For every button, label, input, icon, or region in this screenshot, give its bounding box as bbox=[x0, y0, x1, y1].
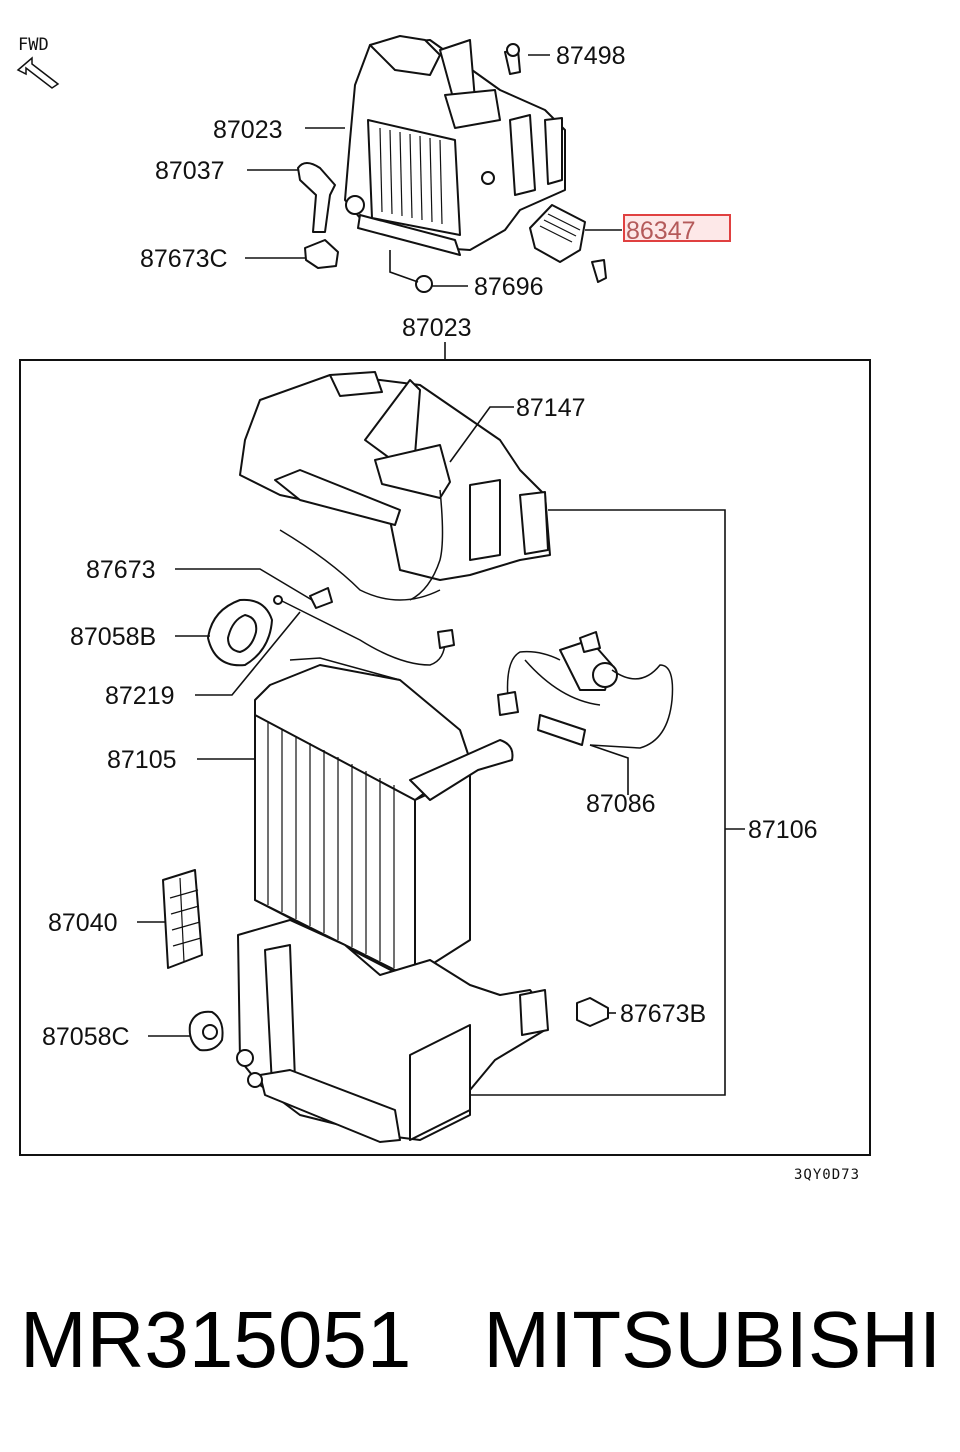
clip-87673C bbox=[304, 239, 339, 269]
label-87673C: 87673C bbox=[140, 245, 228, 273]
evaporator-87105 bbox=[254, 657, 514, 981]
ring-87058B bbox=[207, 598, 273, 667]
label-87058B: 87058B bbox=[70, 623, 156, 651]
upper-case bbox=[239, 371, 551, 601]
upper-assembly bbox=[344, 35, 566, 256]
grille-87040 bbox=[162, 869, 203, 969]
label-87147: 87147 bbox=[516, 394, 586, 422]
hose-87037 bbox=[297, 162, 336, 233]
label-87498: 87498 bbox=[556, 42, 626, 70]
clip-87673B bbox=[576, 997, 609, 1027]
brand-name: MITSUBISHI bbox=[483, 1295, 942, 1384]
label-87105: 87105 bbox=[107, 746, 177, 774]
label-87023-box: 87023 bbox=[402, 314, 472, 342]
label-87023-top: 87023 bbox=[213, 116, 283, 144]
plug-87058C bbox=[188, 1010, 224, 1052]
evaporator-fins bbox=[267, 722, 395, 968]
label-87086: 87086 bbox=[586, 790, 656, 818]
label-87673: 87673 bbox=[86, 556, 156, 584]
label-87696: 87696 bbox=[474, 273, 544, 301]
expansion-valve-87086 bbox=[497, 631, 674, 749]
label-87673B: 87673B bbox=[620, 1000, 706, 1028]
label-86347: 86347 bbox=[626, 217, 696, 245]
label-87058C: 87058C bbox=[42, 1023, 130, 1051]
product-footer: MR315051 MITSUBISHI bbox=[20, 1285, 950, 1395]
arrow-icon bbox=[16, 56, 60, 89]
label-87037: 87037 bbox=[155, 157, 225, 185]
upper-core-fins bbox=[379, 127, 443, 225]
nut-87696 bbox=[415, 275, 433, 293]
drawing-code: 3QY0D73 bbox=[794, 1167, 860, 1183]
label-87219: 87219 bbox=[105, 682, 175, 710]
highlight-86347: 86347 bbox=[623, 214, 731, 245]
screw-87498 bbox=[504, 43, 521, 75]
lower-case bbox=[236, 919, 549, 1143]
fwd-arrow: FWD bbox=[16, 35, 60, 89]
resistor-86347 bbox=[529, 204, 607, 283]
label-87040: 87040 bbox=[48, 909, 118, 937]
detail-frame bbox=[19, 359, 871, 1156]
fwd-label: FWD bbox=[18, 35, 49, 55]
bracket-87106 bbox=[470, 509, 726, 1096]
part-number: MR315051 bbox=[20, 1295, 412, 1384]
wire-harness bbox=[273, 529, 455, 666]
label-87106: 87106 bbox=[748, 816, 818, 844]
